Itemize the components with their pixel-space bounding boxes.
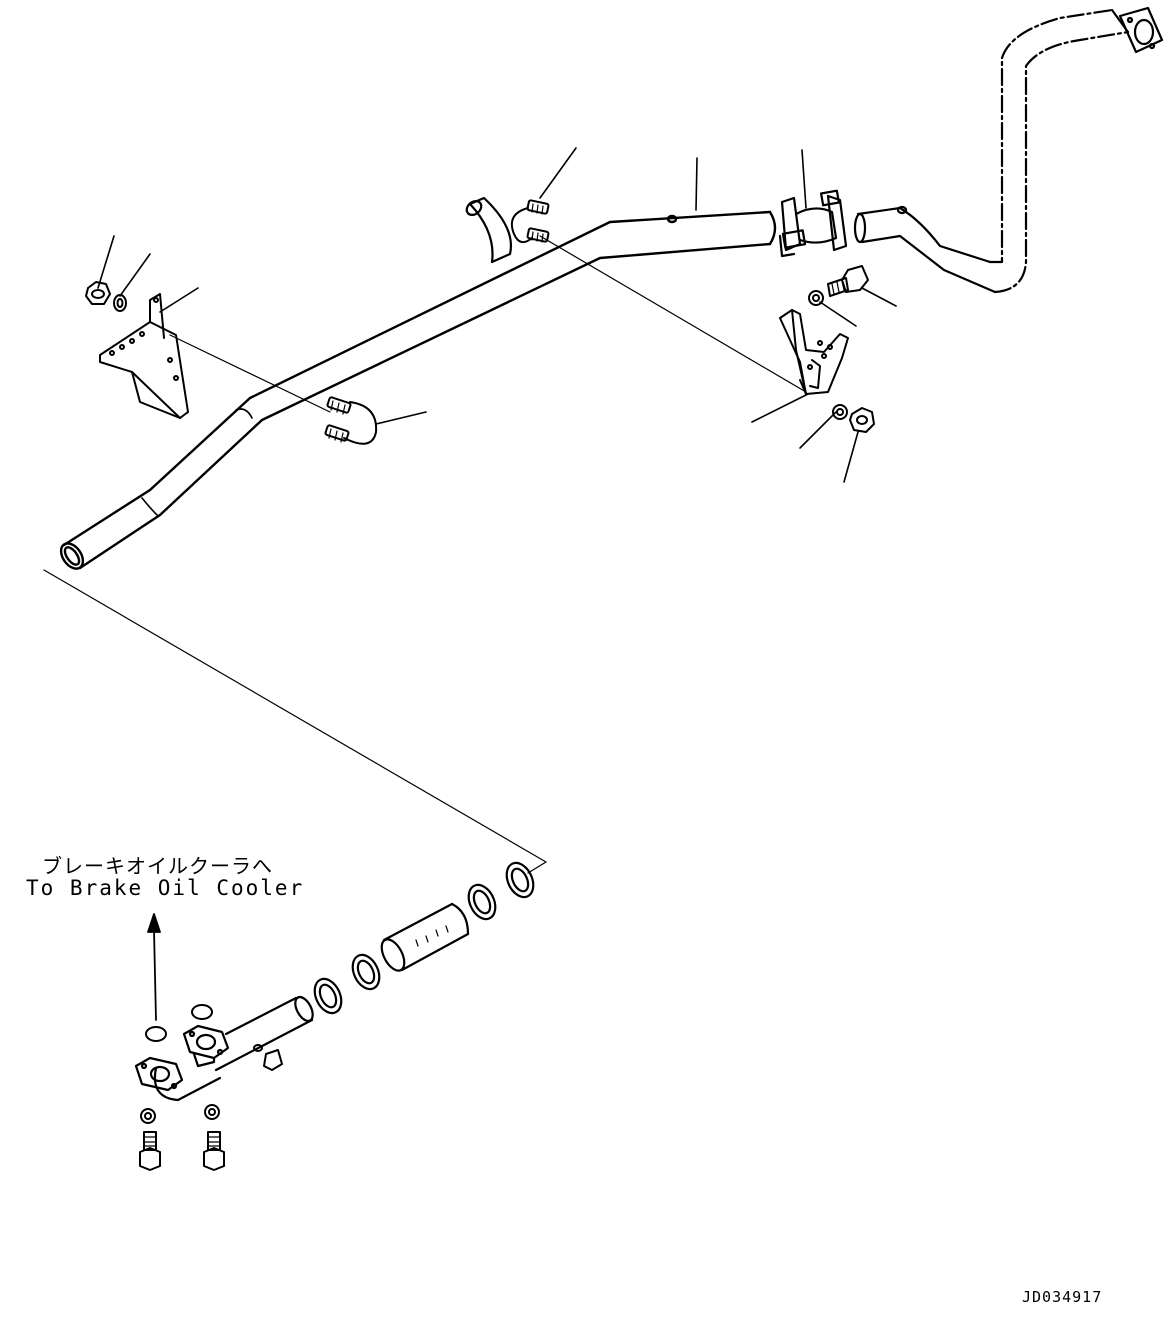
- direction-arrow: [147, 913, 161, 1021]
- hose-clamps: [313, 861, 535, 1015]
- elbow-branch: [465, 196, 512, 264]
- bracket-right: [779, 309, 849, 395]
- assembly-lines: [43, 235, 807, 874]
- main-tube: [59, 210, 777, 570]
- outlet-pipe: [153, 995, 314, 1102]
- bracket-left: [99, 293, 189, 419]
- rubber-hose: [380, 902, 470, 972]
- nut-left: [85, 281, 111, 305]
- leader-lines: [97, 147, 897, 483]
- destination-note-japanese: ブレーキオイルクーラへ: [42, 854, 273, 878]
- bolt-right: [827, 265, 869, 297]
- flange-right: [182, 1024, 230, 1068]
- flange-left: [134, 1056, 184, 1092]
- nut-right: [849, 407, 875, 433]
- drawing-id: JD034917: [1022, 1288, 1103, 1306]
- u-bolt-upper: [510, 199, 550, 244]
- washer-right-lower: [832, 404, 848, 420]
- washers-lower: [140, 1104, 220, 1124]
- bolts-lower: [139, 1131, 225, 1171]
- pipe-clamp: [778, 189, 848, 258]
- connecting-pipe-right: [853, 6, 1164, 294]
- plug-fitting: [253, 1044, 283, 1071]
- o-rings: [145, 1004, 213, 1042]
- destination-note-english: To Brake Oil Cooler: [26, 876, 305, 900]
- washer-right-upper: [808, 290, 824, 306]
- washer-left: [113, 294, 127, 312]
- u-bolt-lower: [324, 396, 378, 445]
